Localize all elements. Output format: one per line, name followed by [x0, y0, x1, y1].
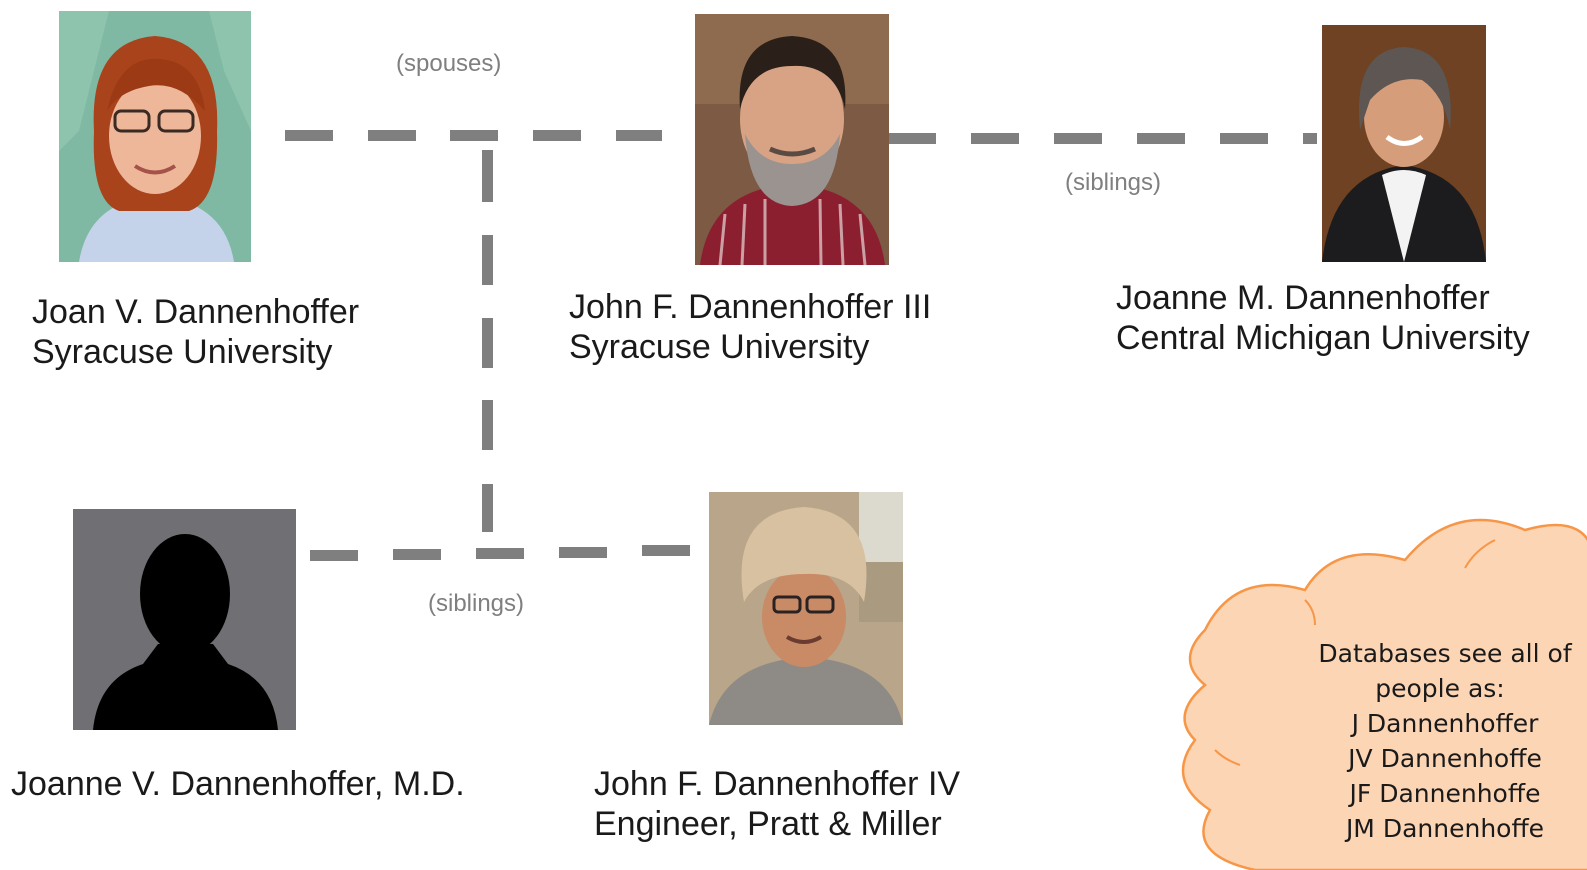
- sibling-connector-dash: [971, 133, 1019, 144]
- person-card-joan: Joan V. Dannenhoffer Syracuse University: [32, 292, 359, 372]
- parent-child-connector-dash: [482, 400, 493, 450]
- callout-line: JF Dannenhoffe: [1349, 779, 1541, 808]
- sibling-connector-dash: [1303, 133, 1317, 144]
- sibling-connector-dash: [1220, 133, 1268, 144]
- sibling-connector-dash: [1137, 133, 1185, 144]
- parent-child-connector-dash: [482, 318, 493, 368]
- sibling-connector-dash: [393, 549, 441, 560]
- person-card-joanne-m: Joanne M. Dannenhoffer Central Michigan …: [1116, 278, 1530, 358]
- sibling-connector-dash: [559, 547, 607, 558]
- joanne-v-silhouette: [73, 509, 296, 730]
- sibling-connector-dash: [476, 548, 524, 559]
- person-name: John F. Dannenhoffer III: [569, 288, 932, 326]
- parent-child-connector-dash: [482, 484, 493, 532]
- person-card-john-iv: John F. Dannenhoffer IV Engineer, Pratt …: [594, 764, 960, 844]
- john-iv-portrait: [709, 492, 903, 725]
- spouse-connector-dash: [285, 130, 333, 141]
- person-card-joanne-v: Joanne V. Dannenhoffer, M.D.: [11, 764, 465, 804]
- spouse-connector-dash: [450, 130, 498, 141]
- callout-line: people as:: [1375, 674, 1505, 703]
- siblings-label: (siblings): [1065, 169, 1162, 196]
- joanne-m-portrait: [1322, 25, 1486, 262]
- joan-portrait: [59, 11, 251, 262]
- person-name: John F. Dannenhoffer IV: [594, 765, 961, 803]
- callout-text: Databases see all of people as: J Dannen…: [1255, 636, 1587, 846]
- person-card-john-iii: John F. Dannenhoffer III Syracuse Univer…: [569, 287, 931, 367]
- sibling-connector-dash: [1054, 133, 1102, 144]
- callout-line: JM Dannenhoffe: [1345, 814, 1545, 843]
- sibling-connector-dash: [642, 545, 690, 556]
- person-affiliation: Central Michigan University: [1116, 319, 1530, 357]
- john-iii-portrait: [695, 14, 889, 265]
- spouse-connector-dash: [533, 130, 581, 141]
- person-affiliation: Syracuse University: [32, 333, 333, 371]
- spouse-connector-dash: [616, 130, 662, 141]
- parent-child-connector-dash: [482, 150, 493, 202]
- person-affiliation: Engineer, Pratt & Miller: [594, 805, 942, 843]
- callout-line: Databases see all of: [1318, 639, 1572, 668]
- callout-line: JV Dannenhoffe: [1348, 744, 1542, 773]
- spouses-label: (spouses): [396, 50, 502, 77]
- sibling-connector-dash: [888, 133, 936, 144]
- person-name: Joanne M. Dannenhoffer: [1116, 279, 1490, 317]
- person-affiliation: Syracuse University: [569, 328, 870, 366]
- person-name: Joan V. Dannenhoffer: [32, 293, 360, 331]
- parent-child-connector-dash: [482, 235, 493, 285]
- person-name: Joanne V. Dannenhoffer, M.D.: [11, 765, 465, 803]
- callout-line: J Dannenhoffer: [1351, 709, 1539, 738]
- thought-cloud-shape: [1181, 518, 1587, 870]
- spouse-connector-dash: [368, 130, 416, 141]
- sibling-connector-dash: [310, 550, 358, 561]
- siblings-label: (siblings): [428, 590, 525, 617]
